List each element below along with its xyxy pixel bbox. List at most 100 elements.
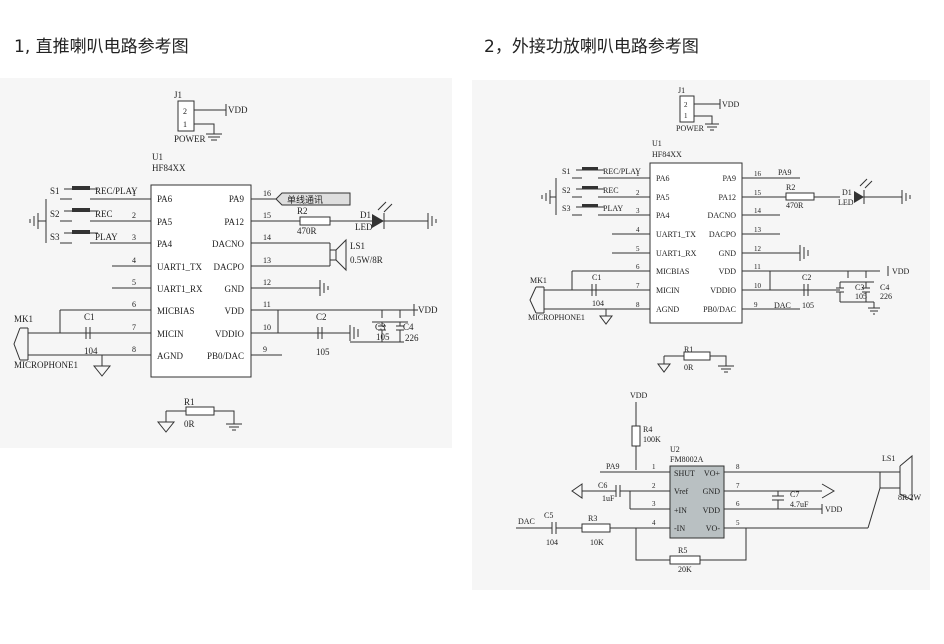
l-led-wires: [377, 201, 437, 229]
l-s1-label: S1: [50, 186, 60, 196]
r-d1-label: D1: [842, 188, 852, 197]
l-s1-actuator: [72, 186, 90, 190]
r-u1-pin-vddio: VDDIO: [710, 286, 736, 295]
amp-pin-vdd: VDD: [703, 506, 721, 515]
amp-pa9-label: PA9: [606, 462, 620, 471]
l-s2-name: REC: [95, 209, 113, 219]
r-pnum-9: 9: [754, 301, 758, 309]
l-pnum-9: 9: [263, 345, 267, 354]
r-pnum-5: 5: [636, 245, 640, 253]
amp-dac-label: DAC: [518, 517, 535, 526]
r-u1-pin-pa12: PA12: [719, 193, 737, 202]
l-pa9-flag: [275, 192, 351, 206]
l-pnum-16: 16: [263, 189, 271, 198]
r-pnum-10: 10: [754, 282, 762, 290]
amp-c7-cap: [772, 491, 784, 509]
l-flag-label: 单线通讯: [287, 194, 323, 205]
l-r1-wires: [165, 410, 242, 431]
amp-r5-wires: [635, 528, 747, 561]
r-buttons: S1 REC/PLAY S2 REC S3 PLAY: [541, 167, 641, 216]
amp-pin-shut: SHUT: [674, 469, 695, 478]
l-u1-pin-dacpo: DACPO: [213, 262, 244, 272]
l-s1-name: REC/PLAY: [95, 186, 138, 196]
r-j1-connector: [679, 95, 695, 123]
l-pnum-14: 14: [263, 233, 271, 242]
r-u1-pin-vdd: VDD: [719, 267, 737, 276]
l-s3-name: PLAY: [95, 232, 118, 242]
amp-c7-label: C7: [790, 490, 799, 499]
r-s2-name: REC: [603, 186, 619, 195]
amp-pnum-6: 6: [736, 500, 740, 508]
left-title: 1, 直推喇叭电路参考图: [14, 37, 189, 57]
right-schematic: J1 2 1 VDD POWER U1 HF84XX PA6 PA5 PA4 U…: [516, 86, 922, 574]
l-mic-icon: [13, 310, 61, 361]
r-agnd-symbol: [599, 315, 613, 325]
amp-dac-wires: [516, 522, 636, 534]
amp-pnum-3: 3: [652, 500, 656, 508]
amp-pin-vo-plus: VO+: [704, 469, 721, 478]
r-u1-label: U1: [652, 139, 662, 148]
r-u1-pin-pa5: PA5: [656, 193, 670, 202]
r-pnum-13: 13: [754, 226, 762, 234]
amp-pin-gnd: GND: [703, 487, 721, 496]
l-pnum-1: 1: [132, 189, 136, 198]
amp-c6-label: C6: [598, 481, 607, 490]
l-speaker-icon: [329, 238, 347, 272]
l-u1-label: U1: [152, 152, 163, 162]
l-s3-actuator: [72, 230, 90, 234]
l-j1-label: J1: [174, 90, 182, 100]
r-u1-pin-pa4: PA4: [656, 211, 670, 220]
r-pnum-7: 7: [636, 282, 640, 290]
amp-pnum-4: 4: [652, 519, 656, 527]
l-buttons: S1 REC/PLAY S2 REC S3 PLAY: [29, 186, 138, 244]
r-pnum-8: 8: [636, 301, 640, 309]
r-c1-value: 104: [592, 299, 604, 308]
r-c2-value: 105: [802, 301, 814, 310]
r-vdd-rail: [769, 266, 889, 290]
r-gnd12-symbol: [799, 245, 809, 261]
amp-speaker-icon: [867, 454, 913, 529]
l-power-label: POWER: [174, 134, 206, 144]
amp-left-pin-lines: [600, 471, 670, 529]
amp-right-pin-lines: [724, 471, 880, 529]
r-s1-actuator: [582, 167, 598, 170]
l-s2-actuator: [72, 208, 90, 212]
l-pnum-11: 11: [263, 300, 271, 309]
l-u1-pin-agnd: AGND: [157, 351, 183, 361]
l-u1-pin-micin: MICIN: [157, 329, 184, 339]
r-c2-cap: [803, 284, 809, 296]
amp-u2-part: FM8002A: [670, 455, 704, 464]
amp-r3-label: R3: [588, 514, 597, 523]
r-u1-pin-agnd: AGND: [656, 305, 679, 314]
r-mic-label: MICROPHONE1: [528, 313, 585, 322]
r-c4-label: C4: [880, 283, 889, 292]
amp-c6-cap: [582, 485, 640, 510]
r-pnum-16: 16: [754, 170, 762, 178]
r-j1-pin1: 1: [684, 112, 688, 120]
l-right-pin-lines: [251, 198, 418, 356]
left-schematic: J1 2 1 VDD POWER U1 HF84XX PA6 PA5 PA4 U…: [13, 90, 438, 433]
r-u1-pin-dacno: DACNO: [708, 211, 737, 220]
r-led-label: LED: [838, 198, 854, 207]
r-u1-pin-pa6: PA6: [656, 174, 670, 183]
l-pnum-2: 2: [132, 211, 136, 220]
l-u1-chip: [150, 184, 252, 378]
r-pa9-label: PA9: [778, 168, 792, 177]
amp-r3-value: 10K: [590, 538, 604, 547]
l-pnum-12: 12: [263, 278, 271, 287]
right-title: 2，外接功放喇叭电路参考图: [484, 37, 699, 57]
amp-c5-label: C5: [544, 511, 553, 520]
r-pnum-1: 1: [636, 170, 640, 178]
amp-pnum-7: 7: [736, 482, 740, 490]
l-d1-label: D1: [360, 210, 371, 220]
r-buttons-ground: [541, 178, 557, 215]
r-s2-actuator: [582, 186, 598, 189]
r-u1-chip: [649, 162, 743, 324]
l-left-pin-lines: [60, 198, 151, 356]
l-vdd2-label: VDD: [418, 305, 438, 315]
r-mic-icon: [529, 271, 573, 314]
amp-ls1-value: 8R/2W: [898, 493, 922, 502]
r-u1-part: HF84XX: [652, 150, 682, 159]
amp-c5-value: 104: [546, 538, 558, 547]
